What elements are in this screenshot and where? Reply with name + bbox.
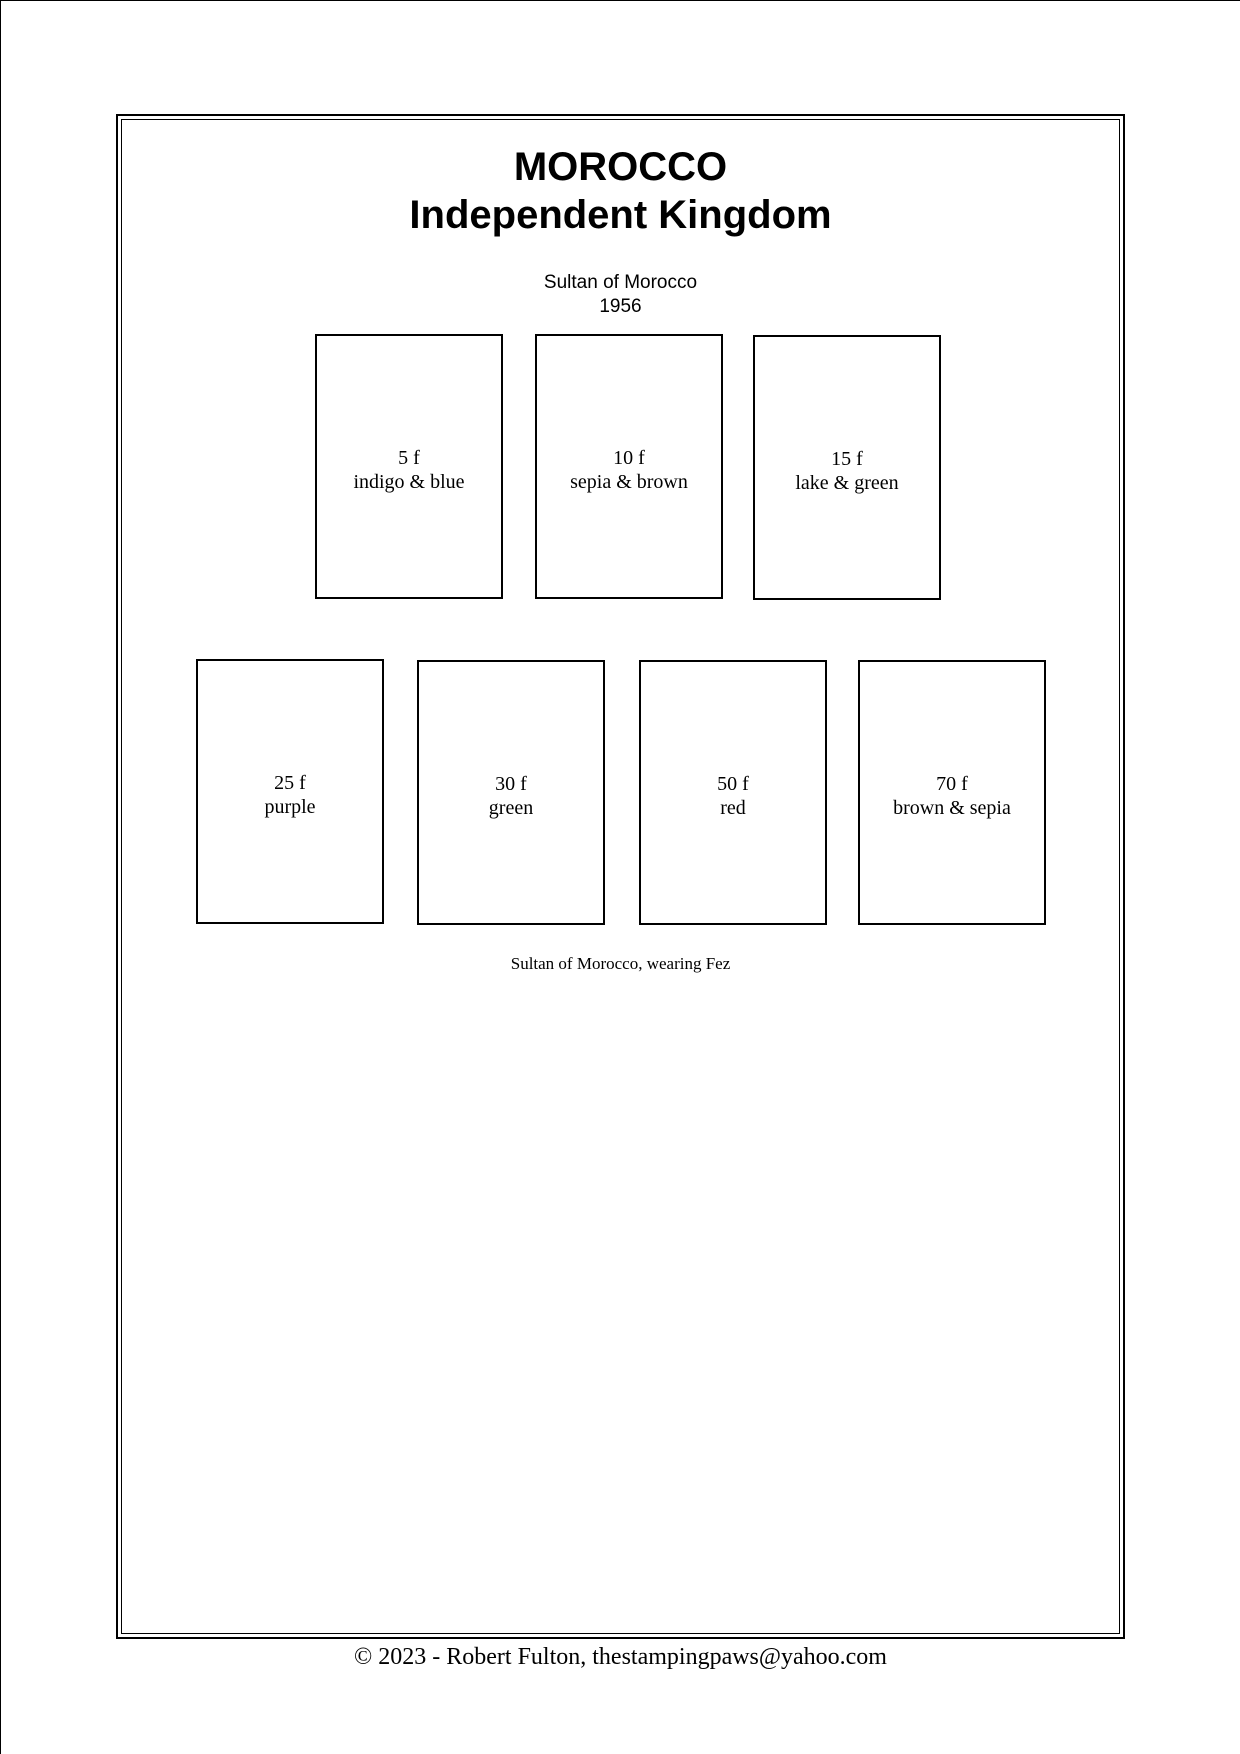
page-edge	[0, 0, 1, 1754]
page-edge	[0, 0, 1240, 1]
stamp-value: 5 f	[398, 447, 420, 469]
stamp-value: 10 f	[613, 447, 645, 469]
stamp-value: 30 f	[495, 773, 527, 795]
stamp-box: 5 f indigo & blue	[315, 334, 503, 599]
stamp-color: sepia & brown	[570, 471, 688, 493]
page-title: MOROCCO	[513, 145, 728, 189]
stamp-color: green	[488, 797, 534, 819]
stamp-box: 25 f purple	[196, 659, 384, 924]
stamp-box: 30 f green	[417, 660, 605, 925]
stamp-color: purple	[264, 796, 316, 818]
page-border-inner	[121, 119, 1120, 1634]
stamp-value: 25 f	[274, 772, 306, 794]
page-subtitle: Independent Kingdom	[409, 193, 832, 237]
stamp-color: indigo & blue	[353, 471, 465, 493]
stamp-box: 15 f lake & green	[753, 335, 941, 600]
stamp-value: 50 f	[717, 773, 749, 795]
set-heading: Sultan of Morocco	[543, 272, 698, 293]
stamp-box: 70 f brown & sepia	[858, 660, 1046, 925]
stamp-box: 50 f red	[639, 660, 827, 925]
footer-copyright: © 2023 - Robert Fulton, thestampingpaws@…	[354, 1644, 887, 1670]
set-caption: Sultan of Morocco, wearing Fez	[510, 954, 731, 973]
stamp-color: brown & sepia	[893, 797, 1011, 819]
page-border-outer	[116, 114, 1125, 1639]
set-year: 1956	[599, 296, 642, 317]
stamp-value: 70 f	[936, 773, 968, 795]
stamp-color: lake & green	[795, 472, 899, 494]
stamp-color: red	[720, 797, 746, 819]
stamp-value: 15 f	[831, 448, 863, 470]
stamp-box: 10 f sepia & brown	[535, 334, 723, 599]
